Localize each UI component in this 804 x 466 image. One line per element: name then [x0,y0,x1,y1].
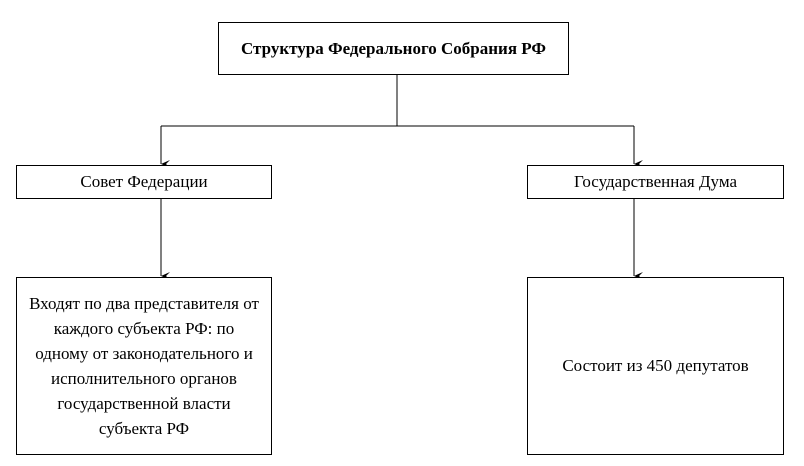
state-duma-label: Государственная Дума [573,172,738,191]
root-node-label: Структура Федерального Собрания РФ [241,38,546,58]
federation-council-node: Совет Федерации [16,165,272,199]
state-duma-node: Государственная Дума [527,165,784,199]
state-duma-detail-node: Состоит из 450 депутатов [527,277,784,455]
state-duma-detail-text: Состоит из 450 депутатов [562,356,749,375]
root-node: Структура Федерального Собрания РФ [218,22,569,75]
federation-council-label: Совет Федерации [80,172,208,191]
federation-council-detail-node: Входят по два представителя от каждого с… [16,277,272,455]
federation-council-detail-text: Входят по два представителя от каждого с… [29,294,259,438]
